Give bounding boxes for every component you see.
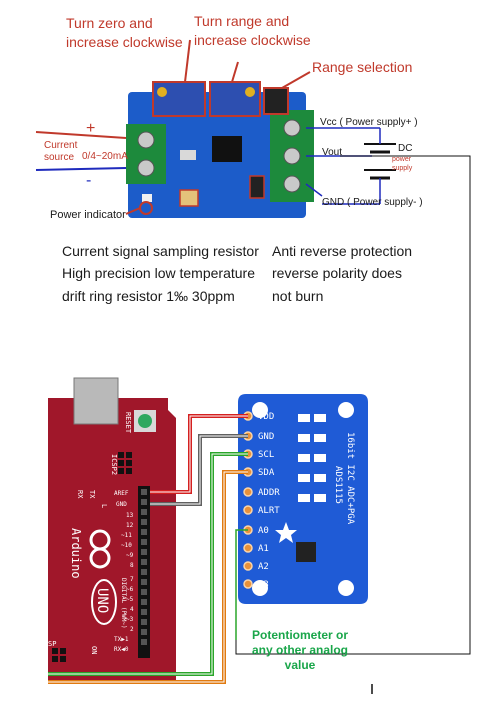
ads-chip xyxy=(296,542,316,562)
ic-chip xyxy=(212,136,242,162)
power-led xyxy=(142,194,152,202)
sampling-resistor-label: Current signal sampling resistor High pr… xyxy=(62,243,259,304)
wire-a0 xyxy=(235,529,248,640)
star-icon xyxy=(275,522,297,543)
arduino-logo xyxy=(89,529,111,569)
vout-wire xyxy=(235,155,471,655)
usb-port xyxy=(73,377,119,425)
turn-zero-label: Turn zero and increase clockwise xyxy=(66,15,183,50)
arduino-board xyxy=(48,398,176,684)
minus-sign: - xyxy=(86,172,92,189)
gnd-label: GND ( Power supply- ) xyxy=(322,197,423,208)
current-range-label: 0/4~20mA xyxy=(82,151,128,162)
turn-range-label: Turn range and increase clockwise xyxy=(194,13,311,48)
icsp-header xyxy=(118,452,132,474)
power-supply-label: power supply xyxy=(392,156,413,172)
zero-potentiometer xyxy=(152,81,206,117)
potentiometer-note: Potentiometer or any other analog value xyxy=(251,628,349,672)
current-source-label: Current source xyxy=(44,140,78,163)
dc-label: DC xyxy=(398,143,413,154)
plus-sign: + xyxy=(86,120,96,137)
range-selection-label: Range selection xyxy=(312,59,413,75)
power-indicator-label: Power indicator xyxy=(50,209,126,221)
range-potentiometer xyxy=(209,81,261,117)
vcc-label: Vcc ( Power supply+ ) xyxy=(320,117,418,128)
range-jumper xyxy=(263,87,289,115)
anti-reverse-label: Anti reverse protection reverse polarity… xyxy=(272,243,413,304)
uno-badge xyxy=(91,579,117,625)
vout-label: Vout xyxy=(322,147,343,158)
